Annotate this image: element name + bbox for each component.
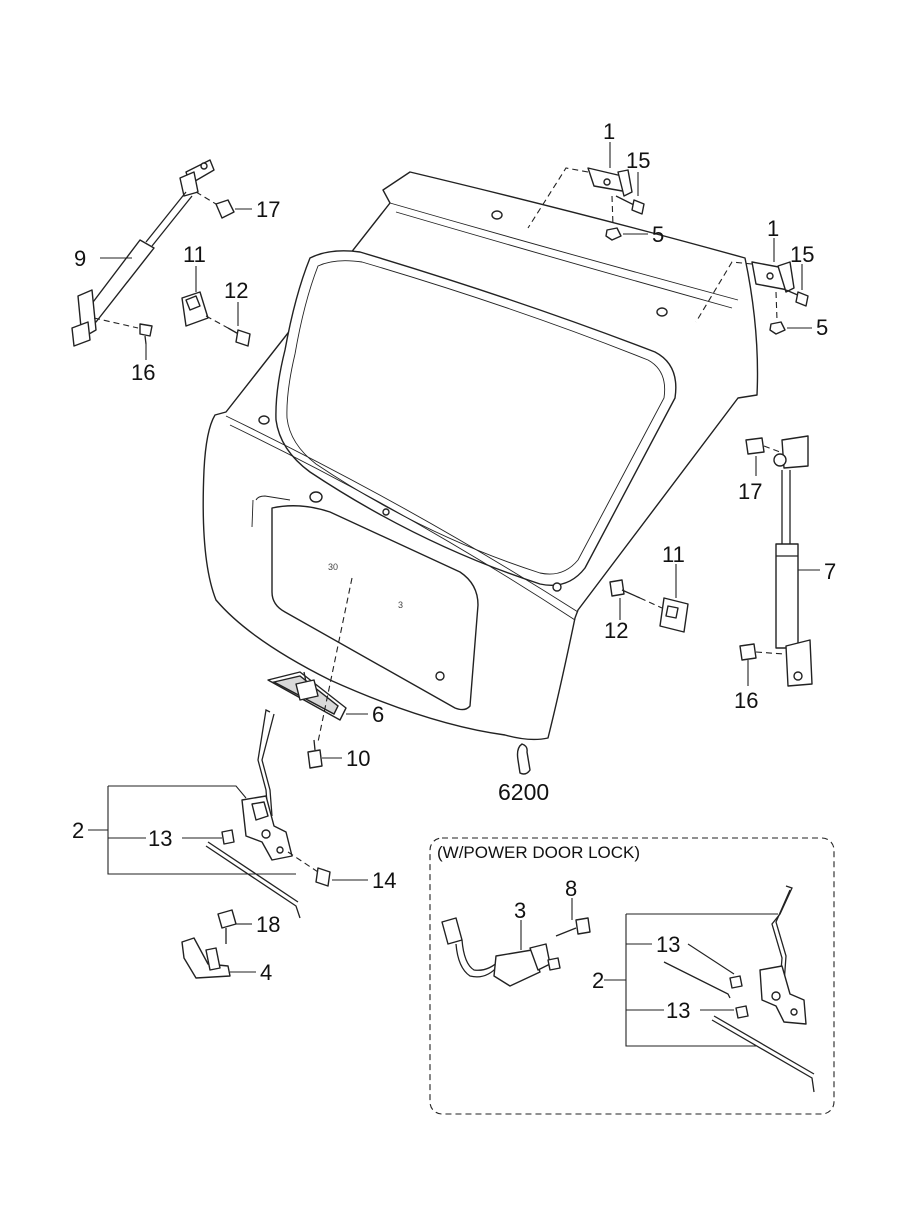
callout-13: 13 [148,826,172,851]
bracket-11-left [181,291,209,327]
callout-15-right: 15 [790,242,814,267]
bolt-18 [217,909,237,944]
callout-12-left: 12 [224,278,248,303]
clip-13 [221,829,235,845]
callout-10: 10 [346,746,370,771]
bolt-14 [287,851,331,887]
callout-17-right: 17 [738,479,762,504]
callout-1-left: 1 [603,119,615,144]
callout-inset-13-upper: 13 [656,932,680,957]
callout-6: 6 [372,702,384,727]
rod-13 [205,841,301,919]
callout-5-right: 5 [816,315,828,340]
inset-latch [759,885,807,1025]
bolt-8 [555,917,591,937]
handle-assembly [267,577,353,743]
callout-16-right: 16 [734,688,758,713]
bolt-15-left [615,195,645,215]
callout-15-left: 15 [626,148,650,173]
callout-11-right: 11 [662,542,685,567]
gas-lifter-left [71,159,217,347]
callout-11-left: 11 [183,242,206,267]
door-lock-actuator [441,917,561,987]
callout-inset-8: 8 [565,876,577,901]
callout-2: 2 [72,818,84,843]
callout-18: 18 [256,912,280,937]
hinge-left [527,167,633,229]
nut-5-right [769,291,786,335]
pointing-hand-icon [516,743,531,775]
power-door-lock-inset: (W/POWER DOOR LOCK) 3 8 [429,837,835,1115]
bolt-16-left [93,317,153,345]
svg-text:30: 30 [328,562,338,572]
bracket-11-right [659,597,689,633]
bolt-12-right [609,579,663,609]
inset-clip-13-upper [663,961,743,999]
svg-text:3: 3 [398,600,403,610]
callout-12-right: 12 [604,618,628,643]
inset-title: (W/POWER DOOR LOCK) [437,843,640,862]
bolt-12-left [205,315,251,347]
screw-10 [307,739,323,769]
callout-1-right: 1 [767,216,779,241]
callout-14: 14 [372,868,396,893]
striker-4 [181,937,231,979]
clip-17-right [745,437,781,455]
callout-17-left: 17 [256,197,280,222]
callout-inset-2: 2 [592,968,604,993]
bolt-15-right [785,289,809,307]
hinge-right [695,261,795,323]
callout-5-left: 5 [652,222,664,247]
callout-inset-3: 3 [514,898,526,923]
callout-9: 9 [74,246,86,271]
callout-7: 7 [824,559,836,584]
gas-lifter-right [773,435,813,687]
nut-5-left [605,195,622,241]
latch-assembly [241,709,293,861]
callout-inset-13-lower: 13 [666,998,690,1023]
callout-16-left: 16 [131,360,155,385]
inset-clip-13-lower [711,1005,815,1093]
callout-6200: 6200 [498,779,549,805]
callout-4: 4 [260,960,272,985]
tailgate-panel: 30 3 [202,171,759,741]
bolt-16-right [739,643,785,661]
clip-17-left [215,199,235,219]
